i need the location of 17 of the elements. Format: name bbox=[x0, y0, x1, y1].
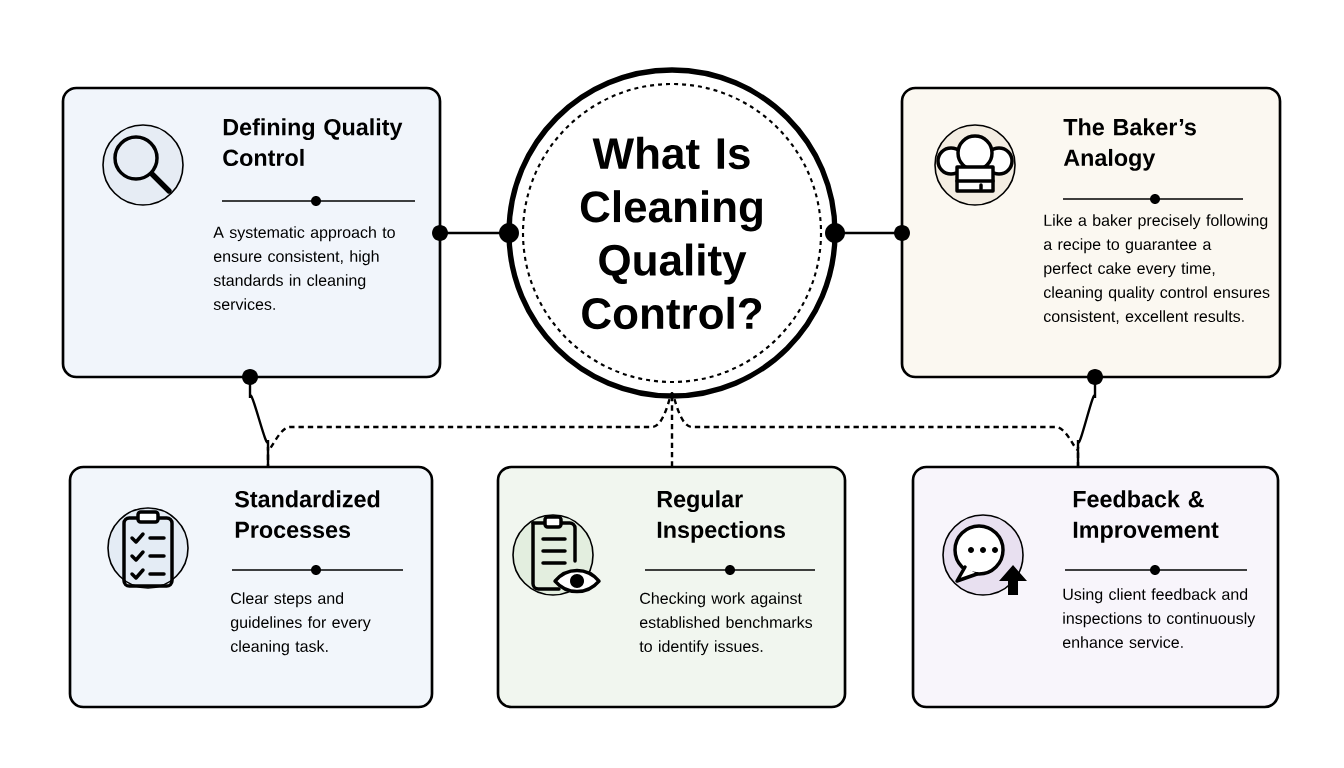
card-text: Clear steps and guidelines for every cleaning task. bbox=[230, 592, 371, 656]
connector bbox=[825, 223, 910, 243]
card-text: Using client feedback and inspections to continuously enhance service. bbox=[1062, 588, 1256, 648]
connector bbox=[671, 394, 1080, 467]
connector bbox=[266, 394, 673, 467]
title: What Is Cleaning Quality Control? bbox=[580, 136, 762, 330]
card-heading: The Baker’s Analogy bbox=[1063, 118, 1196, 171]
card-heading: Standardized Processes bbox=[234, 490, 380, 539]
card-text: Like a baker precisely following a recipe to guarantee a perfect cake every time, cleaning quality control ensures consistent, excellent results. bbox=[1043, 214, 1270, 324]
connector bbox=[432, 223, 519, 243]
card-heading: Regular Inspections bbox=[657, 490, 785, 543]
connector bbox=[670, 396, 674, 467]
card-heading: Feedback & Improvement bbox=[1073, 490, 1219, 543]
card-heading: Defining Quality Control bbox=[223, 118, 403, 167]
card-text: Checking work against established benchmarks to identify issues. bbox=[639, 592, 813, 656]
connector bbox=[242, 369, 270, 467]
card-text: A systematic approach to ensure consistent, high standards in cleaning services. bbox=[213, 226, 395, 310]
